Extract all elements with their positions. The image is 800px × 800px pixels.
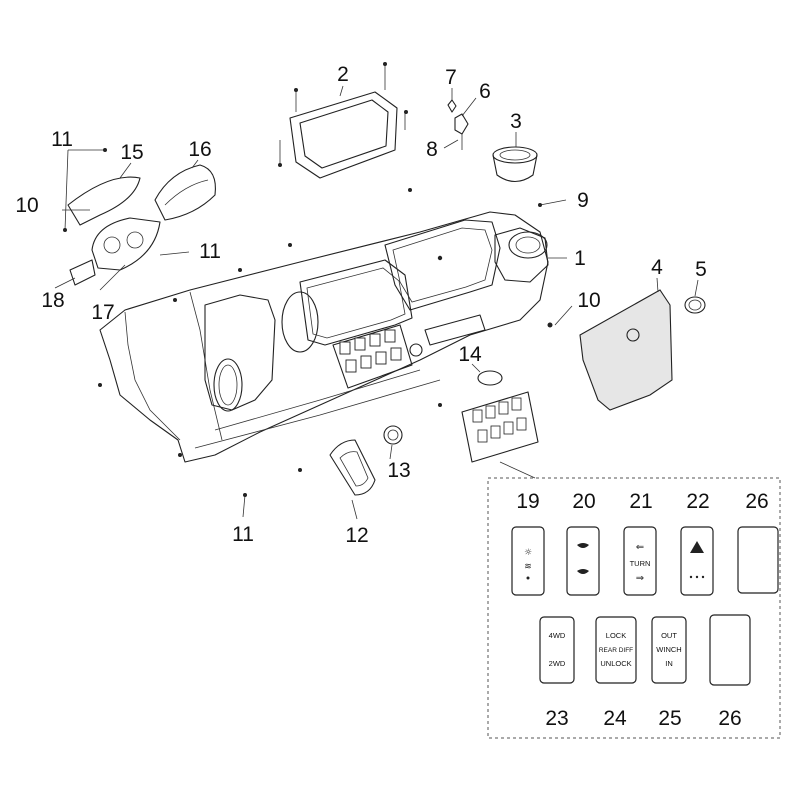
switch-23: 4WD 2WD bbox=[539, 616, 575, 684]
callout-13: 13 bbox=[387, 459, 410, 482]
glovebox-lid bbox=[579, 289, 706, 411]
switch-label-winch: WINCH bbox=[656, 645, 681, 654]
switch-21: ⇐ TURN ⇒ bbox=[623, 526, 657, 596]
callout-numbers: 1 2 3 4 5 6 7 8 9 10 10 11 11 11 12 13 1… bbox=[15, 63, 768, 730]
callout-6: 6 bbox=[479, 80, 491, 103]
switch-label-4wd: 4WD bbox=[549, 631, 566, 640]
switch-24: LOCK REAR DIFF UNLOCK bbox=[595, 616, 637, 684]
switch-label-in: IN bbox=[665, 659, 673, 668]
svg-text:⇒: ⇒ bbox=[636, 573, 644, 584]
callout-4: 4 bbox=[651, 256, 663, 279]
leader-lines bbox=[54, 85, 699, 520]
switch-label-turn: TURN bbox=[630, 559, 651, 568]
callout-19: 19 bbox=[516, 490, 539, 513]
switch-25: OUT WINCH IN bbox=[651, 616, 687, 684]
switch-pack bbox=[461, 370, 539, 463]
callout-10-left: 10 bbox=[15, 194, 38, 217]
callout-25: 25 bbox=[658, 707, 681, 730]
switch-label-rear-diff: REAR DIFF bbox=[599, 647, 633, 654]
switch-26-blank-bottom bbox=[709, 614, 751, 686]
callout-8: 8 bbox=[426, 138, 438, 161]
display-screen bbox=[279, 65, 406, 179]
latch-assembly bbox=[447, 99, 469, 150]
cup-holder bbox=[492, 146, 538, 183]
svg-text:≋: ≋ bbox=[524, 562, 532, 572]
callout-9: 9 bbox=[577, 189, 589, 212]
switch-label-lock: LOCK bbox=[606, 631, 626, 640]
dashboard-panel bbox=[99, 211, 549, 463]
callout-22: 22 bbox=[686, 490, 709, 513]
switch-label-out: OUT bbox=[661, 631, 677, 640]
callout-12: 12 bbox=[345, 524, 368, 547]
callout-21: 21 bbox=[629, 490, 652, 513]
switch-label-2wd: 2WD bbox=[549, 659, 566, 668]
switch-label-unlock: UNLOCK bbox=[600, 659, 631, 668]
callout-7: 7 bbox=[445, 66, 457, 89]
callout-14: 14 bbox=[458, 343, 482, 366]
callout-11-bottom: 11 bbox=[232, 523, 254, 546]
callout-23: 23 bbox=[545, 707, 568, 730]
callout-26-top: 26 bbox=[745, 490, 768, 513]
callout-26-bottom: 26 bbox=[718, 707, 741, 730]
callout-1: 1 bbox=[574, 247, 586, 270]
callout-16: 16 bbox=[188, 138, 211, 161]
callout-15: 15 bbox=[120, 141, 143, 164]
switch-callout-box bbox=[487, 477, 781, 739]
callout-2: 2 bbox=[337, 63, 349, 86]
switch-26-blank-top bbox=[737, 526, 779, 594]
callout-20: 20 bbox=[572, 490, 595, 513]
switch-20 bbox=[566, 526, 600, 596]
callout-11-middle: 11 bbox=[199, 240, 221, 263]
fasteners bbox=[63, 62, 553, 497]
switch-22 bbox=[680, 526, 714, 596]
callout-11-top: 11 bbox=[51, 128, 73, 151]
lower-bracket bbox=[329, 425, 403, 496]
svg-text:☼: ☼ bbox=[524, 548, 532, 558]
callout-24: 24 bbox=[603, 707, 627, 730]
callout-17: 17 bbox=[91, 301, 114, 324]
svg-text:⇐: ⇐ bbox=[636, 542, 644, 553]
callout-5: 5 bbox=[695, 258, 707, 281]
callout-3: 3 bbox=[510, 110, 522, 133]
switch-19: ☼ ≋ bbox=[511, 526, 545, 596]
callout-10-right: 10 bbox=[577, 289, 600, 312]
callout-18: 18 bbox=[41, 289, 64, 312]
instrument-cluster bbox=[67, 164, 216, 286]
